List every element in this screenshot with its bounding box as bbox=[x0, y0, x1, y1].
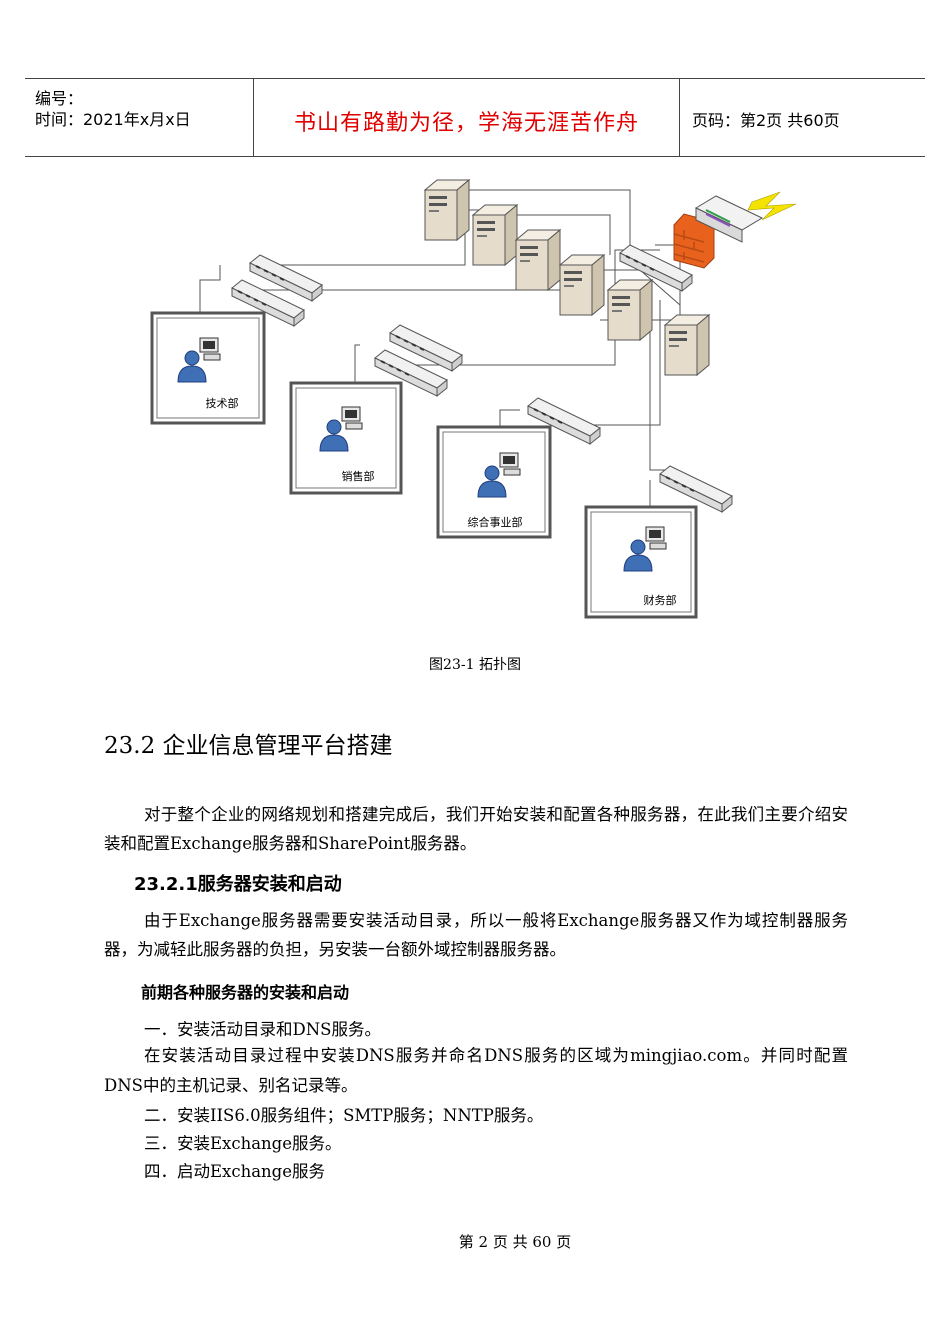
network-topology-diagram: 技术部 销售部 综合事业部 财务部 bbox=[150, 179, 797, 619]
minor-heading: 前期各种服务器的安装和启动 bbox=[141, 983, 350, 1002]
step-detail-paragraph: 在安装活动目录过程中安装DNS服务并命名DNS服务的区域为mingjiao.co… bbox=[104, 1046, 848, 1095]
department-box: 综合事业部 bbox=[436, 425, 552, 539]
subsection-paragraph: 由于Exchange服务器需要安装活动目录，所以一般将Exchange服务器又作… bbox=[104, 911, 848, 959]
department-label: 综合事业部 bbox=[468, 515, 523, 529]
header-meta-cell: 编号： 时间：2021年x月x日 bbox=[25, 79, 254, 156]
switch-icon bbox=[659, 465, 733, 513]
subsection-heading: 23.2.1服务器安装和启动 bbox=[134, 874, 342, 895]
number-label: 编号： bbox=[35, 89, 84, 108]
server-icon bbox=[424, 179, 470, 241]
intro-paragraph: 对于整个企业的网络规划和搭建完成后，我们开始安装和配置各种服务器，在此我们主要介… bbox=[104, 805, 848, 853]
lightning-icon bbox=[747, 191, 797, 221]
server-icon bbox=[515, 229, 561, 291]
step-item: 四．启动Exchange服务 bbox=[144, 1162, 326, 1181]
step-item: 二．安装IIS6.0服务组件；SMTP服务；NNTP服务。 bbox=[144, 1106, 544, 1125]
page-header: 编号： 时间：2021年x月x日 书山有路勤为径，学海无涯苦作舟 页码：第2页 … bbox=[25, 78, 925, 157]
department-box: 财务部 bbox=[584, 505, 698, 619]
page-footer: 第 2 页 共 60 页 bbox=[458, 1233, 572, 1251]
server-icon bbox=[559, 254, 605, 316]
section-heading: 23.2 企业信息管理平台搭建 bbox=[104, 733, 393, 759]
router-icon bbox=[694, 195, 764, 243]
header-motto-cell: 书山有路勤为径，学海无涯苦作舟 bbox=[254, 79, 680, 156]
server-icon bbox=[664, 314, 710, 376]
firewall-icon bbox=[673, 213, 715, 269]
department-label: 技术部 bbox=[206, 396, 239, 410]
department-label: 销售部 bbox=[342, 469, 375, 483]
figure-caption: 图23-1 拓扑图 bbox=[429, 657, 521, 673]
department-box: 技术部 bbox=[150, 311, 266, 425]
step-item: 三．安装Exchange服务。 bbox=[144, 1134, 342, 1153]
server-icon bbox=[607, 279, 653, 341]
server-icon bbox=[472, 204, 518, 266]
motto: 书山有路勤为径，学海无涯苦作舟 bbox=[293, 111, 639, 136]
department-label: 财务部 bbox=[644, 593, 677, 607]
department-box: 销售部 bbox=[289, 381, 403, 495]
page-info: 页码：第2页 共60页 bbox=[692, 111, 840, 130]
header-page-cell: 页码：第2页 共60页 bbox=[680, 79, 925, 156]
time-label: 时间：2021年x月x日 bbox=[35, 110, 191, 129]
step-item: 一．安装活动目录和DNS服务。 bbox=[144, 1020, 381, 1039]
